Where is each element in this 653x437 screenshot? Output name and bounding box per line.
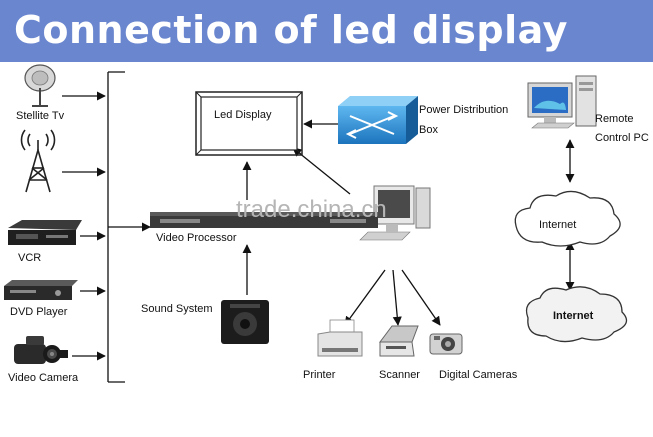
internet-lower-label: Internet <box>553 310 594 322</box>
remote-pc-label-line2: Control PC <box>595 132 649 144</box>
source-bus <box>62 71 151 383</box>
remote-pc-label-line1: Remote <box>595 113 634 125</box>
pc-to-printer-arrow <box>344 269 386 326</box>
sound-system-icon <box>221 300 269 344</box>
internet-cloud-lower-icon <box>525 286 628 343</box>
scanner-icon <box>379 325 419 357</box>
power-box-label-line1: Power Distribution <box>419 104 509 116</box>
video-processor-icon <box>150 212 378 228</box>
vcr-icon <box>8 220 82 245</box>
digital-cameras-label: Digital Cameras <box>439 369 518 381</box>
watermark-text: trade.china.cn <box>236 196 387 223</box>
dvd-player-label: DVD Player <box>10 306 68 318</box>
pc-to-scanner-arrow <box>392 269 402 326</box>
sound-system-label: Sound System <box>141 303 213 315</box>
satellite-tv-label: Stellite Tv <box>16 110 65 122</box>
led-display-frame <box>195 91 303 156</box>
led-display-label: Led Display <box>214 109 272 121</box>
title-banner: Connection of led display <box>0 0 653 62</box>
power-box-label-line2: Box <box>419 124 438 136</box>
video-camera-label: Video Camera <box>8 372 79 384</box>
power-distribution-box-icon <box>338 96 418 144</box>
vcr-label: VCR <box>18 252 42 264</box>
pc-to-camera-arrow <box>401 269 441 326</box>
video-processor-label: Video Processor <box>156 232 237 244</box>
antenna-tower-icon <box>20 129 56 193</box>
scanner-label: Scanner <box>379 369 420 381</box>
video-camera-icon <box>14 336 68 364</box>
printer-icon <box>317 319 363 357</box>
satellite-dish-icon <box>24 64 56 107</box>
digital-camera-icon <box>429 333 463 355</box>
remote-pc-icon <box>527 75 597 129</box>
internet-cloud-upper-icon <box>514 190 621 247</box>
dvd-player-icon <box>4 280 78 300</box>
internet-upper-label: Internet <box>539 219 577 231</box>
diagram-title: Connection of led display <box>14 8 568 52</box>
printer-label: Printer <box>303 369 336 381</box>
center-pc-icon <box>359 185 431 241</box>
